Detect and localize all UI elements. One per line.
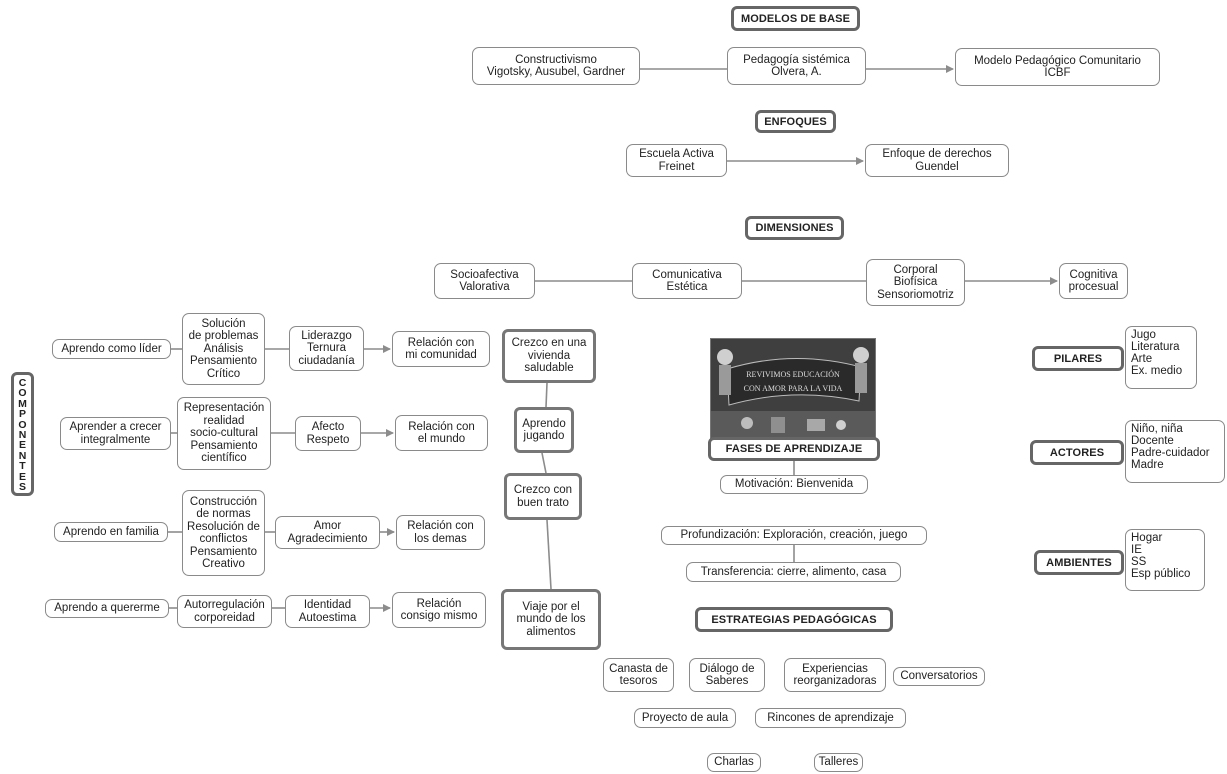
ambientes-header: AMBIENTES	[1034, 550, 1124, 575]
charlas-box: Charlas	[707, 753, 761, 772]
ambiente-item: SS	[1131, 556, 1147, 568]
values-quererme-box: Identidad Autoestima	[285, 595, 370, 628]
skills-crecer-box: Representación realidad socio-cultural P…	[177, 397, 271, 470]
ambiente-item: Esp público	[1131, 568, 1191, 580]
education-banner-image: REVIVIMOS EDUCACIÓN CON AMOR PARA LA VID…	[710, 338, 876, 440]
skills-familia-box: Construcción de normas Resolución de con…	[182, 490, 265, 576]
pilar-item: Arte	[1131, 353, 1153, 365]
modelo-comunitario-box: Modelo Pedagógico Comunitario ICBF	[955, 48, 1160, 86]
dialogo-box: Diálogo de Saberes	[689, 658, 765, 692]
estrategias-header: ESTRATEGIAS PEDAGÓGICAS	[695, 607, 893, 632]
dimensiones-header: DIMENSIONES	[745, 216, 844, 240]
aprendo-lider-box: Aprendo como líder	[52, 339, 171, 359]
ambientes-list: Hogar IE SS Esp público	[1125, 529, 1205, 591]
skills-lider-box: Solución de problemas Análisis Pensamien…	[182, 313, 265, 385]
relacion-comunidad-box: Relación con mi comunidad	[392, 331, 490, 367]
aprendo-familia-box: Aprendo en familia	[54, 522, 168, 542]
transferencia-box: Transferencia: cierre, alimento, casa	[686, 562, 901, 582]
values-lider-box: Liderazgo Ternura ciudadanía	[289, 326, 364, 371]
modelos-header: MODELOS DE BASE	[731, 6, 860, 31]
relacion-demas-box: Relación con los demas	[396, 515, 485, 550]
aprender-crecer-box: Aprender a crecer integralmente	[60, 417, 171, 450]
viaje-alimentos-box: Viaje por el mundo de los alimentos	[501, 589, 601, 650]
corporal-box: Corporal Biofísica Sensoriomotriz	[866, 259, 965, 306]
ambiente-item: IE	[1131, 544, 1142, 556]
escuela-activa-box: Escuela Activa Freinet	[626, 144, 727, 177]
fases-header: FASES DE APRENDIZAJE	[708, 437, 880, 461]
constructivismo-box: Constructivismo Vigotsky, Ausubel, Gardn…	[472, 47, 640, 85]
relacion-mundo-box: Relación con el mundo	[395, 415, 488, 451]
actor-item: Niño, niña	[1131, 423, 1183, 435]
motivacion-box: Motivación: Bienvenida	[720, 475, 868, 494]
pilares-header: PILARES	[1032, 346, 1124, 371]
aprendo-jugando-box: Aprendo jugando	[514, 407, 574, 453]
experiencias-box: Experiencias reorganizadoras	[784, 658, 886, 692]
svg-text:CON AMOR PARA LA VIDA: CON AMOR PARA LA VIDA	[744, 384, 843, 393]
cognitiva-box: Cognitiva procesual	[1059, 263, 1128, 299]
proyecto-aula-box: Proyecto de aula	[634, 708, 736, 728]
svg-text:REVIVIMOS EDUCACIÓN: REVIVIMOS EDUCACIÓN	[746, 369, 840, 379]
socioafectiva-box: Socioafectiva Valorativa	[434, 263, 535, 299]
skills-quererme-box: Autorregulación corporeidad	[177, 595, 272, 628]
actores-list: Niño, niña Docente Padre-cuidador Madre	[1125, 420, 1225, 483]
actores-header: ACTORES	[1030, 440, 1124, 465]
actor-item: Padre-cuidador	[1131, 447, 1210, 459]
enfoque-derechos-box: Enfoque de derechos Guendel	[865, 144, 1009, 177]
values-familia-box: Amor Agradecimiento	[275, 516, 380, 549]
pedagogia-sistemica-box: Pedagogía sistémica Olvera, A.	[727, 47, 866, 85]
comunicativa-box: Comunicativa Estética	[632, 263, 742, 299]
enfoques-header: ENFOQUES	[755, 110, 836, 133]
canasta-box: Canasta de tesoros	[603, 658, 674, 692]
crezco-buentrato-box: Crezco con buen trato	[504, 473, 582, 520]
relacion-mismo-box: Relación consigo mismo	[392, 592, 486, 628]
pilar-item: Jugo	[1131, 329, 1156, 341]
talleres-box: Talleres	[814, 753, 863, 772]
actor-item: Madre	[1131, 459, 1164, 471]
ambiente-item: Hogar	[1131, 532, 1163, 544]
pilares-list: Jugo Literatura Arte Ex. medio	[1125, 326, 1197, 389]
crezco-vivienda-box: Crezco en una vivienda saludable	[502, 329, 596, 383]
actor-item: Docente	[1131, 435, 1174, 447]
pilar-item: Literatura	[1131, 341, 1180, 353]
conversatorios-box: Conversatorios	[893, 667, 985, 686]
values-crecer-box: Afecto Respeto	[295, 416, 361, 451]
pilar-item: Ex. medio	[1131, 365, 1183, 377]
profundizacion-box: Profundización: Exploración, creación, j…	[661, 526, 927, 545]
aprendo-quererme-box: Aprendo a quererme	[45, 599, 169, 618]
rincones-box: Rincones de aprendizaje	[755, 708, 906, 728]
